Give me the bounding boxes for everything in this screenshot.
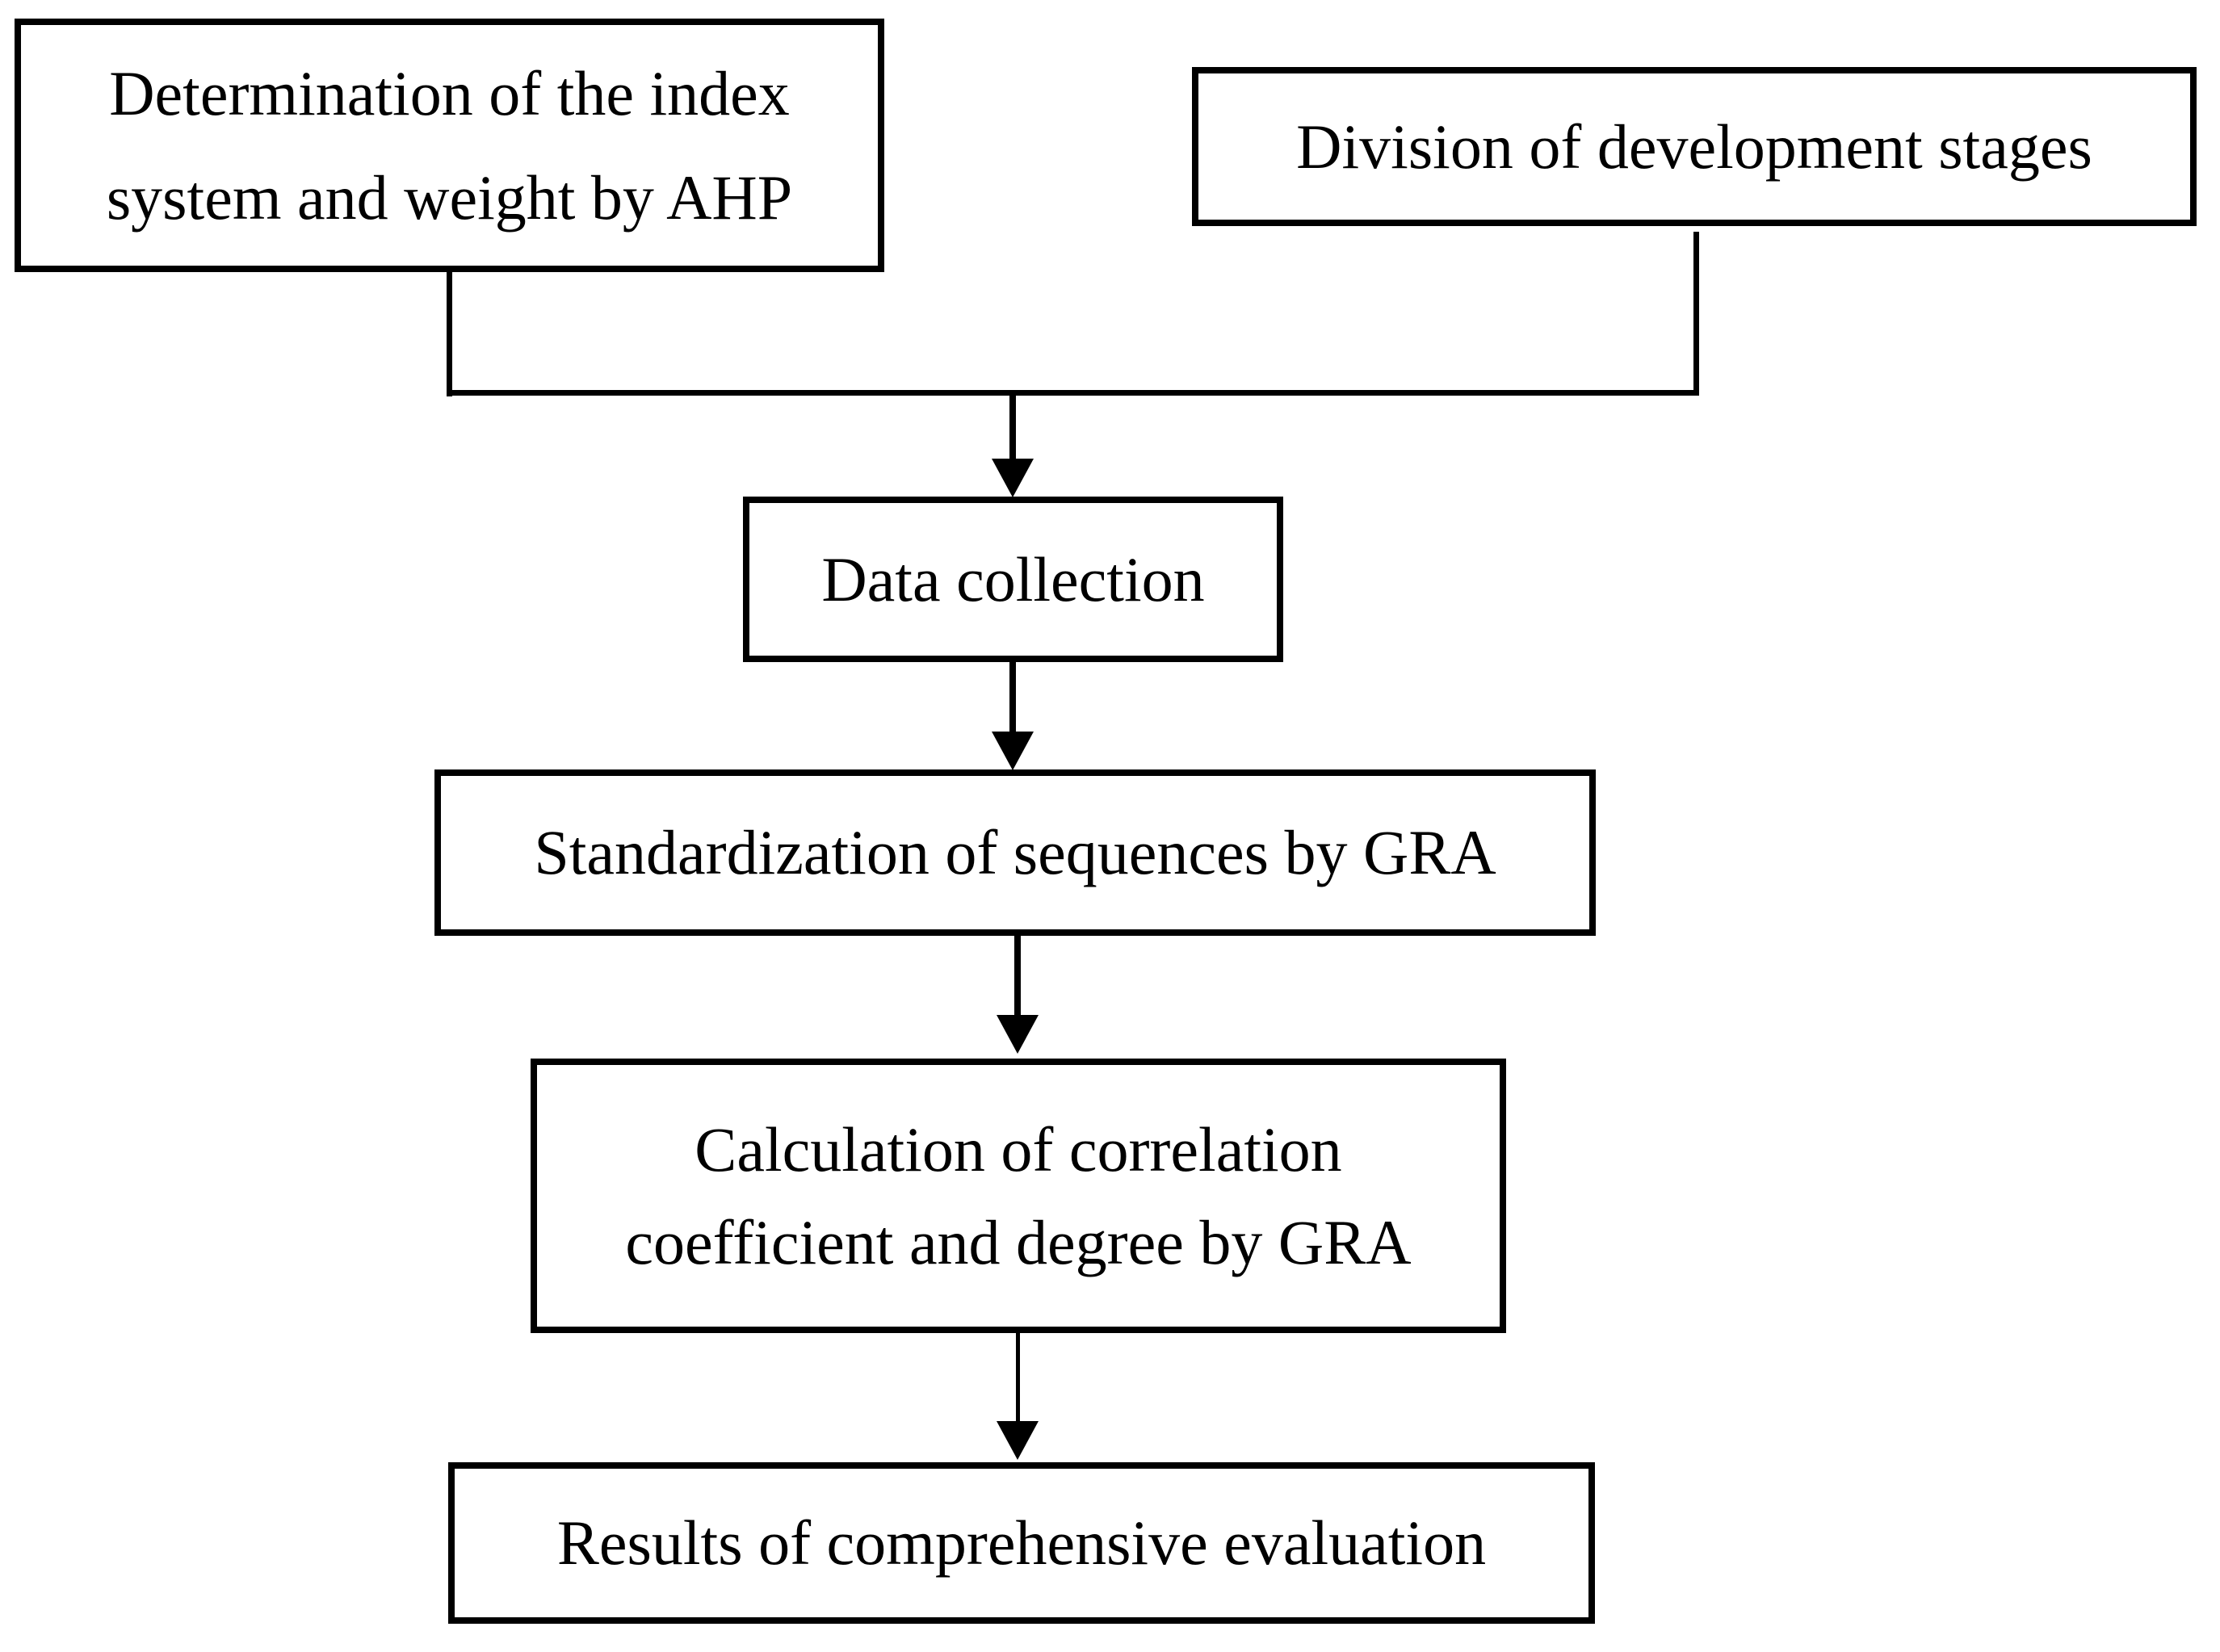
connector-line-to-data-collection (1009, 390, 1016, 460)
arrowhead-down-icon (992, 732, 1034, 770)
connector-line-to-results (1016, 1333, 1020, 1423)
flow-node-standardization-by-gra: Standardization of sequences by GRA (434, 769, 1596, 936)
connector-line-from-determination (447, 272, 452, 396)
arrowhead-down-icon (997, 1421, 1039, 1460)
connector-line-merge-horizontal (447, 390, 1699, 396)
connector-line-to-standardization (1009, 662, 1016, 733)
connector-line-from-division (1693, 232, 1699, 395)
arrowhead-down-icon (992, 459, 1034, 497)
flow-node-division-of-development-stages: Division of development stages (1192, 67, 2197, 226)
arrowhead-down-icon (997, 1015, 1039, 1054)
connector-line-to-calculation (1014, 936, 1021, 1017)
flow-node-calculation-by-gra: Calculation of correlation coefficient a… (531, 1059, 1506, 1333)
flow-node-determination-of-index-system: Determination of the index system and we… (15, 19, 884, 272)
flow-node-results-of-evaluation: Results of comprehensive evaluation (448, 1462, 1595, 1624)
flow-node-data-collection: Data collection (743, 497, 1283, 662)
